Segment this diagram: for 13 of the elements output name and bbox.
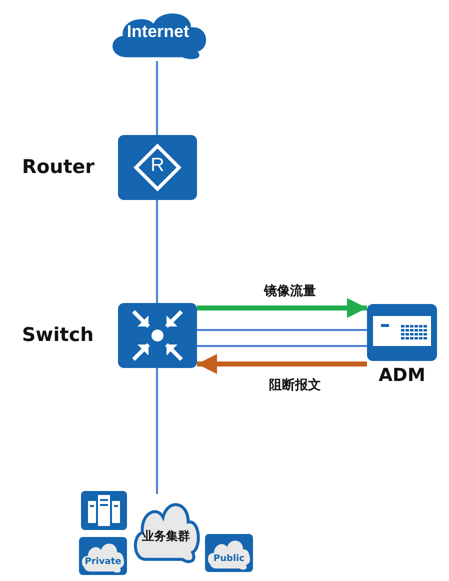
connection-line [156,368,158,494]
device-label: Router [22,155,95,179]
router-box: R [118,135,197,200]
connection-line [156,61,158,135]
cloud-tile: Public [205,534,253,572]
device-label: Switch [22,323,94,347]
arrow [197,354,367,374]
arrow [197,298,367,318]
connection-line [197,345,367,347]
connection-line [197,329,367,331]
device-label: ADM [378,365,426,387]
connection-line [156,200,158,303]
cloud-tile: Private [79,537,127,575]
